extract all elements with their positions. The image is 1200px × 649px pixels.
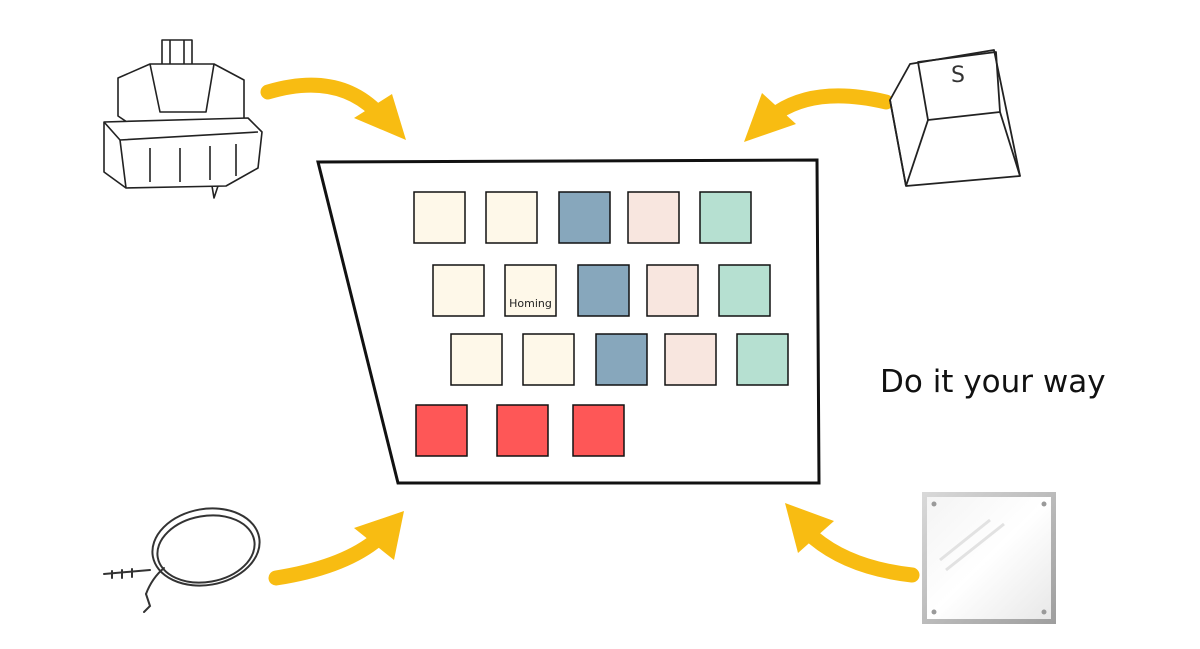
plate-icon	[922, 492, 1056, 624]
key-1-3	[646, 264, 699, 317]
key-0-2	[558, 191, 611, 244]
arrow-top-right-icon	[744, 88, 894, 142]
key-2-3	[664, 333, 717, 386]
key-0-4	[699, 191, 752, 244]
key-1-1	[504, 264, 557, 317]
switch-icon	[103, 39, 263, 199]
key-2-4	[736, 333, 789, 386]
keycap-legend: S	[951, 63, 965, 88]
arrow-bottom-right-icon	[785, 503, 920, 583]
key-3-2	[572, 404, 625, 457]
cable-icon	[103, 507, 261, 613]
tagline: Do it your way	[880, 364, 1106, 400]
homing-key-label: Homing	[509, 297, 552, 310]
key-0-0	[413, 191, 466, 244]
key-2-0	[450, 333, 503, 386]
key-3-1	[496, 404, 549, 457]
key-1-4	[718, 264, 771, 317]
arrow-bottom-left-icon	[268, 511, 404, 586]
keyboard-keys: Homing	[413, 191, 789, 457]
key-0-1	[485, 191, 538, 244]
key-0-3	[627, 191, 680, 244]
key-2-1	[522, 333, 575, 386]
key-2-2	[595, 333, 648, 386]
key-1-0	[432, 264, 485, 317]
arrow-top-left-icon	[260, 77, 406, 140]
key-3-0	[415, 404, 468, 457]
keycap-icon: S	[889, 49, 1021, 187]
key-1-2	[577, 264, 630, 317]
